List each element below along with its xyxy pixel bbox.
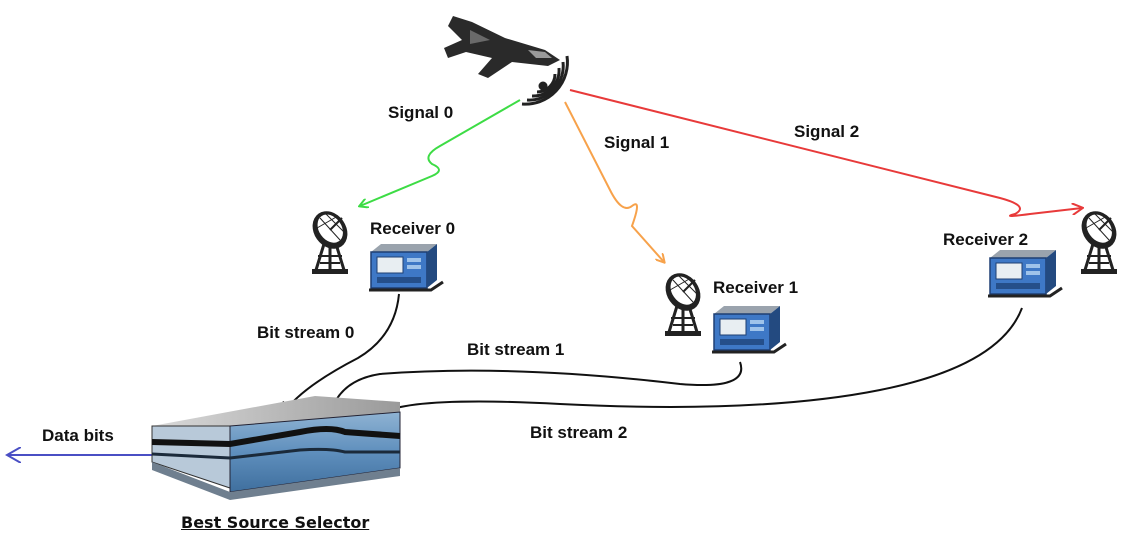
fighter-jet-icon (444, 16, 560, 78)
receiver-0-device-icon (367, 242, 445, 292)
bitstream-0-label: Bit stream 0 (257, 323, 355, 342)
receiver-2-label: Receiver 2 (943, 230, 1029, 249)
bitstream-1-label: Bit stream 1 (467, 340, 565, 359)
receiver-1-label: Receiver 1 (713, 278, 799, 297)
diagram-title: Best Source Selector (181, 513, 370, 532)
signal-2-arrow (569, 89, 1082, 217)
bitstream-0-arrow (283, 293, 400, 414)
receiver-1-device-icon (710, 304, 788, 354)
receiver-2-device-icon (986, 248, 1064, 298)
dish-1-icon (656, 264, 710, 338)
data-bits-label: Data bits (42, 426, 114, 445)
receiver-0-label: Receiver 0 (370, 219, 456, 238)
signal-0-arrow (360, 99, 521, 206)
signal-1-label: Signal 1 (604, 133, 670, 152)
bitstream-2-arrow (380, 307, 1023, 414)
signal-1-arrow (564, 101, 664, 262)
signal-0-label: Signal 0 (388, 103, 454, 122)
broadcast-waves-icon (521, 55, 569, 106)
best-source-selector-device-icon (151, 396, 401, 500)
bitstream-2-label: Bit stream 2 (530, 423, 628, 442)
dish-2-icon (1072, 202, 1123, 276)
dish-0-icon (303, 202, 357, 276)
bitstream-1-arrow (330, 361, 743, 414)
signal-2-label: Signal 2 (794, 122, 860, 141)
